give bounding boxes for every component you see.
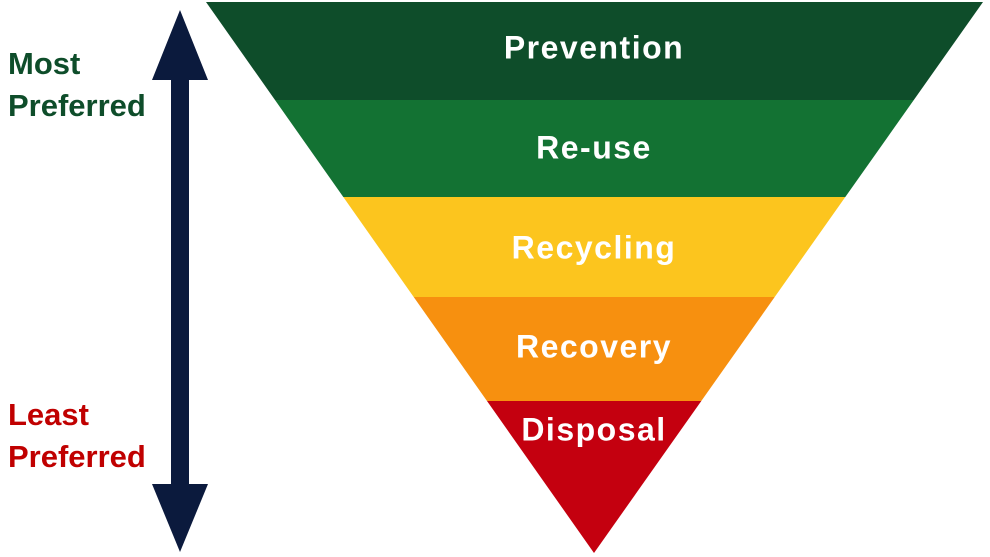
tier-recycling	[343, 197, 846, 297]
least-preferred-label: Least Preferred	[8, 397, 146, 474]
tier-label-recovery: Recovery	[516, 328, 672, 364]
tier-recovery	[413, 297, 775, 401]
arrow-down-head	[152, 484, 208, 552]
tier-re-use	[275, 100, 914, 197]
arrow-up-head	[152, 10, 208, 80]
tier-label-disposal: Disposal	[521, 411, 666, 447]
tier-label-recycling: Recycling	[512, 229, 677, 265]
double-arrow-icon	[152, 10, 208, 552]
tier-label-prevention: Prevention	[504, 29, 684, 65]
arrow-shaft	[171, 76, 189, 488]
tier-label-re-use: Re-use	[536, 129, 652, 165]
most-preferred-label: Most Preferred	[8, 46, 146, 123]
hierarchy-pyramid: PreventionRe-useRecyclingRecoveryDisposa…	[206, 2, 983, 553]
tier-prevention	[206, 2, 983, 100]
tier-disposal	[487, 401, 702, 553]
